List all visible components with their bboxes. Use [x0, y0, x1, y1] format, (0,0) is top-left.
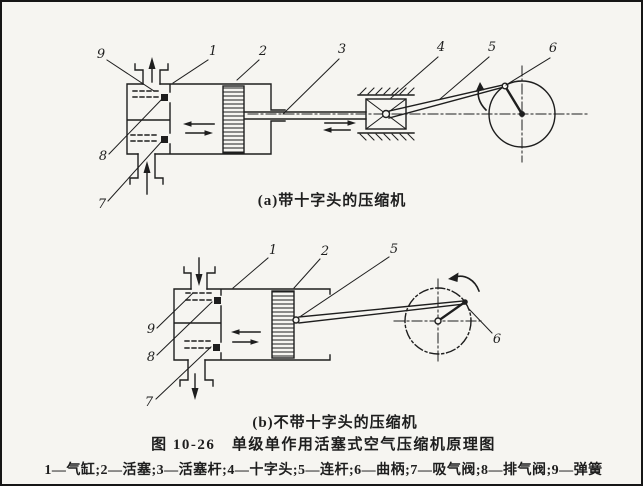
wrist-pin-icon [292, 316, 300, 324]
top-valve-b [185, 292, 221, 304]
crank-shaft-icon [519, 111, 525, 117]
discharge-valve-a [132, 90, 168, 101]
connecting-rod-b [298, 300, 465, 324]
leader-lines-b [155, 256, 493, 400]
valve-plate-icon [161, 94, 168, 101]
motion-arrows-bore-b [231, 329, 261, 345]
part-label-5: 5 [488, 40, 496, 55]
piston-b [271, 290, 300, 359]
bottom-pipe-b [179, 359, 214, 400]
bottom-valve-b [184, 340, 220, 351]
valve-plate-icon [213, 344, 220, 351]
part-label-5: 5 [390, 242, 398, 257]
part-label-8: 8 [99, 149, 107, 164]
part-label-2: 2 [320, 244, 329, 259]
part-label-1: 1 [269, 243, 277, 258]
guide-hatching-icon [359, 87, 415, 141]
part-label-9: 9 [97, 47, 105, 62]
rotation-arrow-icon [454, 275, 481, 293]
discharge-pipe-a [134, 57, 169, 85]
suction-pipe-a [129, 153, 164, 195]
figure-legend: 1—气缸;2—活塞;3—活塞杆;4—十字头;5—连杆;6—曲柄;7—吸气阀;8—… [44, 463, 603, 478]
top-pipe-b [183, 257, 216, 290]
crank-pin-icon [462, 299, 468, 305]
caption-diagram-a: (a)带十字头的压缩机 [257, 193, 407, 209]
part-label-7: 7 [98, 197, 107, 212]
crosshead-a [357, 87, 415, 141]
crank-b [393, 272, 485, 364]
part-label-8: 8 [147, 350, 155, 365]
part-label-6: 6 [493, 332, 501, 347]
valve-plate-icon [161, 136, 168, 143]
piston-a [222, 85, 245, 154]
caption-diagram-b: (b)不带十字头的压缩机 [252, 415, 418, 431]
part-label-2: 2 [258, 44, 267, 59]
motion-arrows-rod-a [323, 120, 356, 133]
part-labels-b: 1 2 5 6 9 8 7 [145, 242, 501, 410]
part-label-3: 3 [338, 42, 346, 57]
diagram-b-without-crosshead: 1 2 5 6 9 8 7 [145, 242, 501, 410]
motion-arrows-bore-a [183, 121, 215, 136]
valve-plate-icon [214, 297, 221, 304]
figure-title: 图 10-26 单级单作用活塞式空气压缩机原理图 [151, 437, 496, 453]
crank-a [475, 65, 556, 163]
cylinder-b [173, 288, 331, 361]
crosshead-pin-icon [381, 109, 391, 119]
part-labels-a: 9 1 2 3 4 5 6 8 7 [97, 40, 557, 212]
part-label-1: 1 [209, 44, 217, 59]
leader-lines-a [106, 56, 551, 202]
piston-rod-a [244, 111, 367, 120]
part-label-7: 7 [145, 395, 154, 410]
crank-shaft-icon [434, 317, 442, 325]
part-label-6: 6 [549, 41, 557, 56]
suction-valve-a [130, 134, 168, 143]
cylinder-a [126, 83, 286, 155]
part-label-9: 9 [147, 322, 155, 337]
part-label-4: 4 [436, 40, 445, 55]
diagram-a-with-crosshead: 9 1 2 3 4 5 6 8 7 [97, 40, 589, 212]
